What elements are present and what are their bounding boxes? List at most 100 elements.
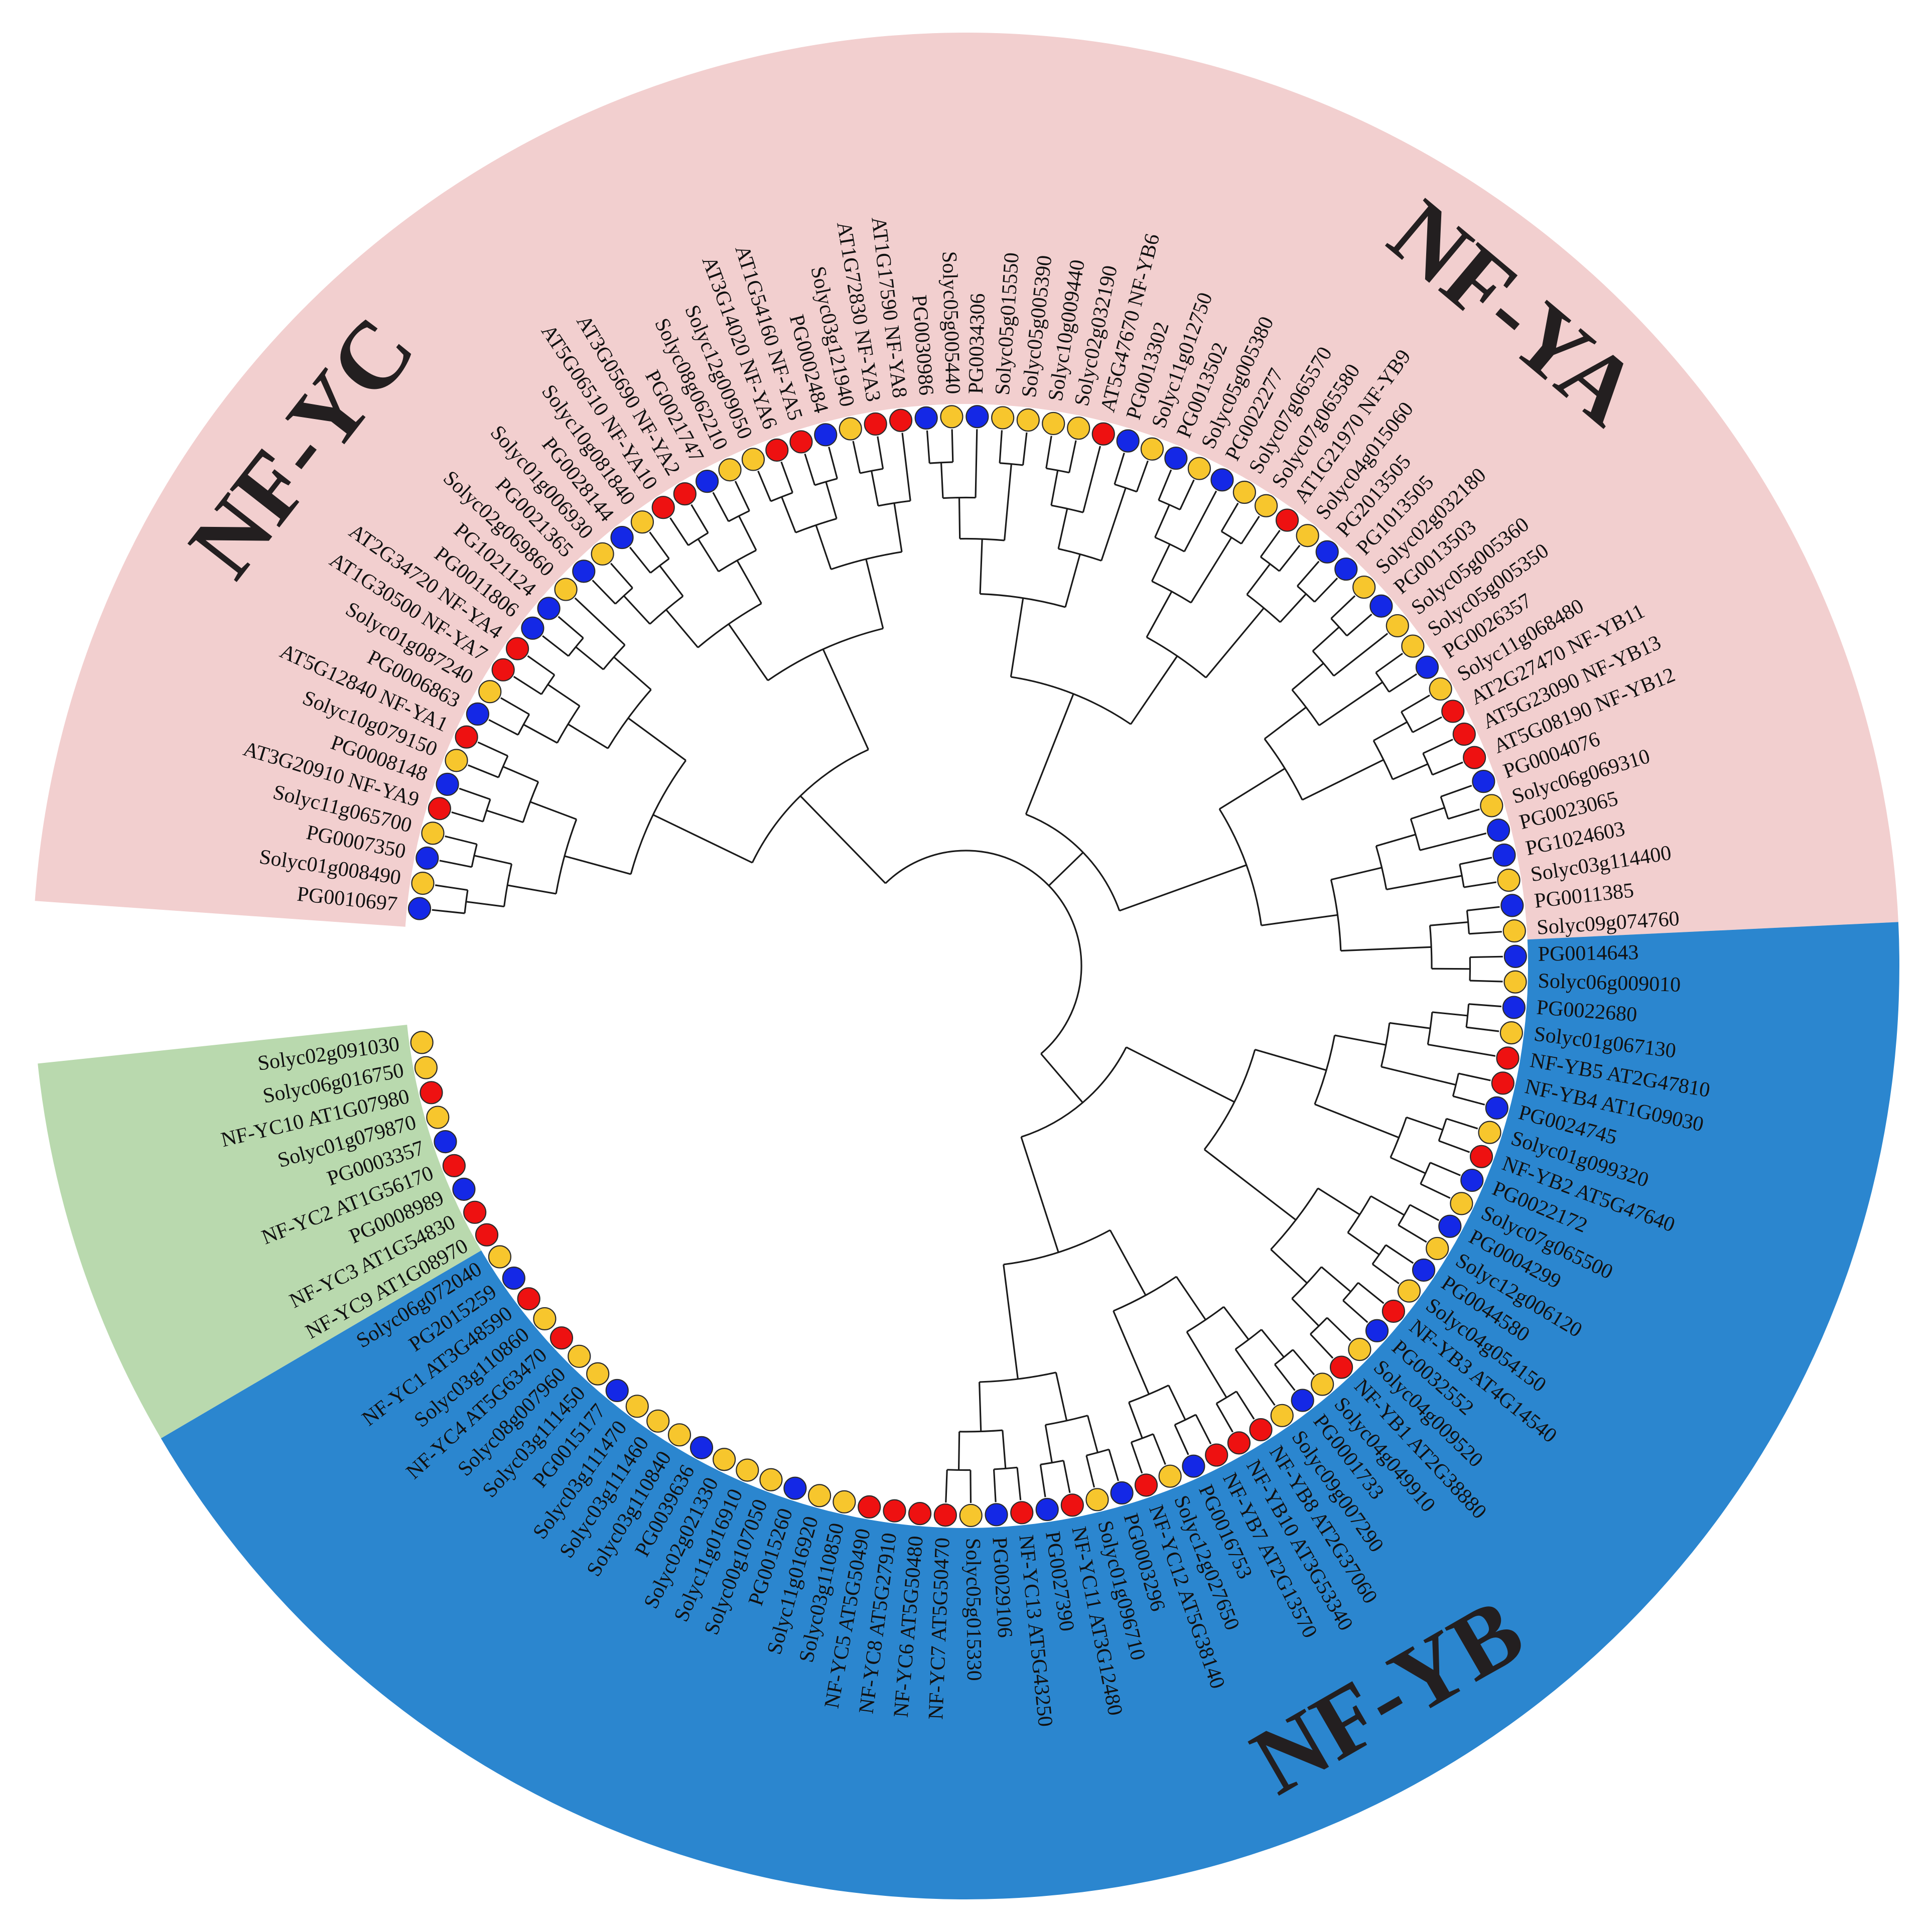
yellow-species-marker: [959, 1503, 983, 1528]
red-species-marker: [1463, 746, 1486, 769]
branch: [603, 644, 626, 670]
branch: [513, 675, 542, 695]
branch: [1279, 593, 1307, 623]
branch: [1016, 1467, 1022, 1500]
branch: [1448, 808, 1480, 820]
branch: [1409, 1204, 1440, 1221]
red-species-marker: [889, 408, 913, 432]
branch: [1048, 852, 1084, 887]
red-species-marker: [549, 1326, 574, 1350]
leaf-label: Solyc06g009010: [1538, 970, 1681, 997]
branch: [1318, 681, 1384, 726]
branch: [466, 901, 504, 908]
branch: [1235, 1391, 1255, 1420]
branch: [451, 811, 484, 822]
branch: [1195, 1414, 1212, 1445]
yellow-species-marker: [1401, 634, 1425, 658]
branch: [980, 593, 1066, 608]
species-markers: [407, 405, 1527, 1528]
branch: [1109, 1229, 1147, 1296]
branch: [432, 909, 465, 914]
blue-species-marker: [689, 1436, 714, 1459]
branch: [814, 478, 838, 486]
yellow-species-marker: [736, 1458, 759, 1482]
red-species-marker: [1441, 700, 1465, 723]
branch: [507, 884, 557, 895]
branch: [1357, 1282, 1385, 1304]
blue-species-marker: [1492, 843, 1516, 867]
branch: [529, 801, 577, 820]
red-species-marker: [455, 725, 478, 749]
red-species-marker: [789, 430, 813, 454]
blue-species-marker: [985, 1503, 1008, 1527]
branch: [1086, 1448, 1110, 1456]
red-species-marker: [1469, 1145, 1493, 1168]
branch: [1004, 464, 1012, 541]
branch: [1050, 470, 1059, 506]
branch: [1423, 739, 1453, 754]
branch: [1466, 1026, 1499, 1032]
branch: [1432, 761, 1463, 776]
branch: [574, 597, 626, 646]
branch: [1261, 1329, 1285, 1358]
branch: [734, 481, 750, 511]
branch: [1055, 1372, 1068, 1421]
branch: [1152, 1434, 1166, 1465]
blue-species-marker: [1486, 818, 1510, 842]
branch: [1021, 1047, 1127, 1138]
branch: [1130, 1442, 1143, 1474]
branch: [1114, 453, 1125, 485]
yellow-species-marker: [591, 542, 614, 566]
branch: [486, 809, 523, 823]
yellow-species-marker: [741, 448, 765, 471]
branch: [1085, 1455, 1095, 1488]
branch: [1040, 1053, 1083, 1103]
branch: [1174, 1424, 1189, 1455]
blue-species-marker: [466, 702, 489, 726]
branch: [799, 795, 886, 884]
branch: [1119, 864, 1247, 912]
branch: [1410, 818, 1421, 851]
branch: [893, 503, 903, 553]
branch: [1168, 1385, 1186, 1421]
branch: [691, 504, 709, 533]
blue-species-marker: [521, 616, 544, 640]
branch: [1270, 1249, 1308, 1284]
red-species-marker: [1275, 508, 1299, 532]
branch: [877, 436, 884, 469]
yellow-species-marker: [1352, 575, 1376, 599]
branch: [959, 537, 1005, 541]
branch: [1186, 1331, 1227, 1398]
branch: [736, 560, 762, 604]
branch: [1158, 469, 1172, 501]
branch: [1389, 673, 1417, 693]
branch: [652, 814, 753, 864]
branch: [979, 539, 983, 594]
branch: [1146, 591, 1173, 638]
branch: [940, 462, 944, 498]
branch: [1440, 785, 1472, 798]
branch: [1432, 1011, 1468, 1017]
red-species-marker: [1452, 722, 1476, 746]
branch: [1130, 655, 1178, 725]
yellow-species-marker: [1016, 408, 1040, 432]
branch: [1321, 1266, 1351, 1293]
branch: [1452, 1095, 1485, 1106]
branch: [1279, 544, 1301, 572]
branch: [1179, 479, 1195, 510]
blue-species-marker: [914, 406, 938, 430]
branch: [1128, 1385, 1169, 1403]
yellow-species-marker: [1386, 614, 1409, 638]
branch: [1370, 1195, 1405, 1216]
branch: [1292, 1349, 1315, 1375]
branch: [542, 635, 569, 657]
branch: [477, 741, 508, 757]
branch: [1255, 1049, 1327, 1071]
yellow-species-marker: [1429, 677, 1452, 701]
branch: [1373, 721, 1408, 742]
branch: [1151, 543, 1171, 582]
yellow-species-marker: [568, 1344, 591, 1368]
red-species-marker: [933, 1503, 957, 1527]
yellow-species-marker: [414, 1056, 438, 1079]
